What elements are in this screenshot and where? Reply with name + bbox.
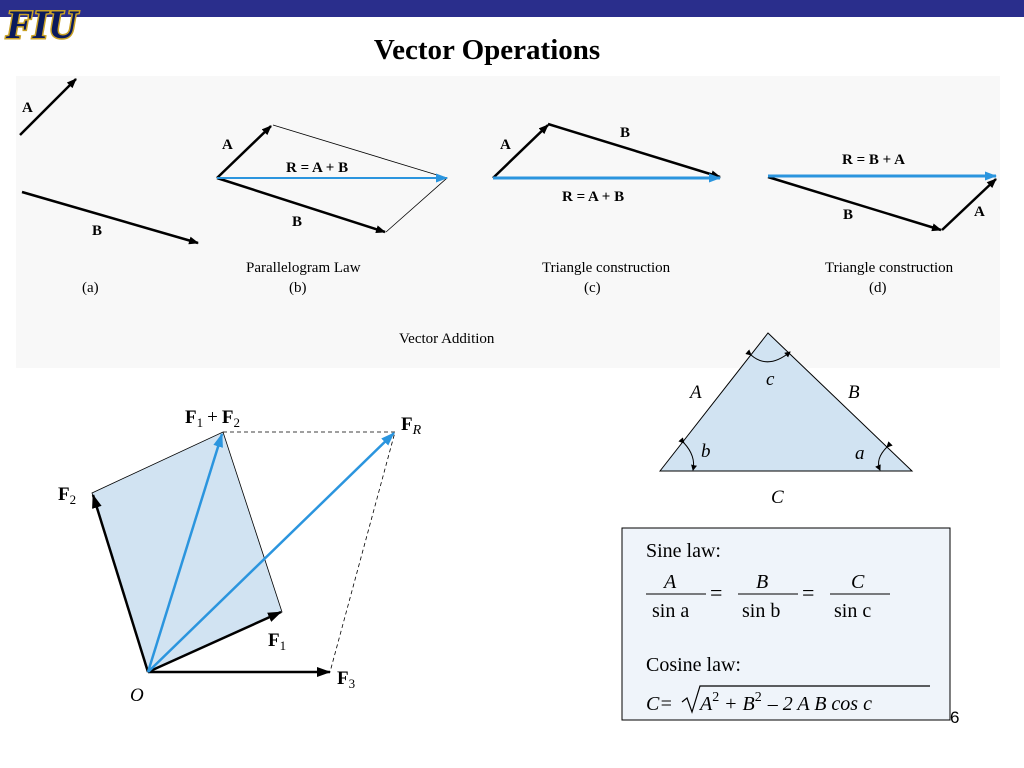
label-fr: FR xyxy=(401,414,422,438)
triangle-side-c: C xyxy=(771,487,784,508)
panel-c-label-a: A xyxy=(500,137,511,153)
triangle-shape xyxy=(658,332,914,472)
triangle-side-a: A xyxy=(688,382,702,403)
cosine-formula: A2+B2– 2 A B cos c xyxy=(698,690,872,715)
panel-a-tag: (a) xyxy=(82,280,99,296)
force-addition-diagram: F1+F2 FR F2 F1 F3 O xyxy=(58,407,422,706)
equals-sign: = xyxy=(710,580,722,605)
panel-c-tag: (c) xyxy=(584,280,601,296)
logo-text: FIU xyxy=(5,2,79,46)
sine-numerator-b: B xyxy=(756,571,768,593)
vector-b-arrow xyxy=(767,175,942,232)
triangle-diagram: A B C c b a xyxy=(658,332,914,508)
vector-addition-caption: Vector Addition xyxy=(399,331,495,347)
panel-d-tag: (d) xyxy=(869,280,887,296)
panel-a-label-b: B xyxy=(92,223,102,239)
vector-a-arrow xyxy=(492,124,549,179)
page-title: Vector Operations xyxy=(373,34,601,66)
panel-a-label-a: A xyxy=(22,100,33,116)
figure-background xyxy=(16,76,1000,368)
laws-box: Sine law: A sin a = B sin b = C sin c Co… xyxy=(621,527,951,721)
sine-numerator-a: A xyxy=(662,571,677,593)
f2-arrow xyxy=(91,494,150,673)
label-f1-plus-f2: F1+F2 xyxy=(185,407,240,430)
vector-b-arrow xyxy=(547,122,721,179)
vector-a-arrow xyxy=(19,78,77,136)
f1-plus-f2-arrow xyxy=(146,433,224,673)
triangle-side-b: B xyxy=(848,382,860,403)
sine-denominator-c: sin c xyxy=(834,600,871,622)
panel-d-label-b: B xyxy=(843,207,853,223)
f1-arrow xyxy=(147,610,282,674)
top-bar xyxy=(0,0,1024,17)
equals-sign: = xyxy=(802,580,814,605)
vector-a-arrow xyxy=(216,125,272,179)
sine-numerator-c: C xyxy=(851,571,865,593)
angle-c-arc xyxy=(745,349,791,363)
page-number: 6 xyxy=(950,708,960,727)
panel-c-caption: Triangle construction xyxy=(542,260,671,276)
angle-a-arc xyxy=(875,441,893,471)
sine-denominator-a: sin a xyxy=(652,600,689,622)
panel-d-label-r: R = B + A xyxy=(842,152,905,168)
vector-b-arrow xyxy=(216,176,386,234)
triangle-angle-c: c xyxy=(766,369,775,390)
panel-c-label-r: R = A + B xyxy=(562,189,624,205)
panel-b-tag: (b) xyxy=(289,280,307,296)
label-f2: F2 xyxy=(58,484,76,507)
panel-c-label-b: B xyxy=(620,125,630,141)
panel-d-caption: Triangle construction xyxy=(825,260,954,276)
laws-box-background xyxy=(621,527,951,721)
fr-arrow xyxy=(147,432,395,673)
fiu-logo: FIU xyxy=(4,1,81,47)
cosine-lhs: C= xyxy=(646,693,673,715)
dashed-construction xyxy=(223,431,396,673)
panel-b-label-r: R = A + B xyxy=(286,160,348,176)
force-parallelogram xyxy=(91,431,283,673)
label-origin: O xyxy=(130,685,144,706)
label-f1: F1 xyxy=(268,630,286,653)
panel-b-caption: Parallelogram Law xyxy=(246,260,361,276)
vector-b-arrow xyxy=(21,190,199,245)
sine-denominator-b: sin b xyxy=(742,600,780,622)
sine-law-title: Sine law: xyxy=(646,540,721,562)
vector-addition-figure: A B (a) A R = A + B B Parallelogram Law … xyxy=(16,76,1000,368)
panel-b-label-a: A xyxy=(222,137,233,153)
sqrt-sign xyxy=(681,685,930,714)
vector-a-arrow xyxy=(941,178,997,231)
panel-b-label-b: B xyxy=(292,214,302,230)
panel-d-label-a: A xyxy=(974,204,985,220)
triangle-angle-b: b xyxy=(701,441,711,462)
angle-b-arc xyxy=(678,437,697,471)
triangle-angle-a: a xyxy=(855,443,865,464)
cosine-law-title: Cosine law: xyxy=(646,654,741,676)
label-f3: F3 xyxy=(337,668,355,691)
